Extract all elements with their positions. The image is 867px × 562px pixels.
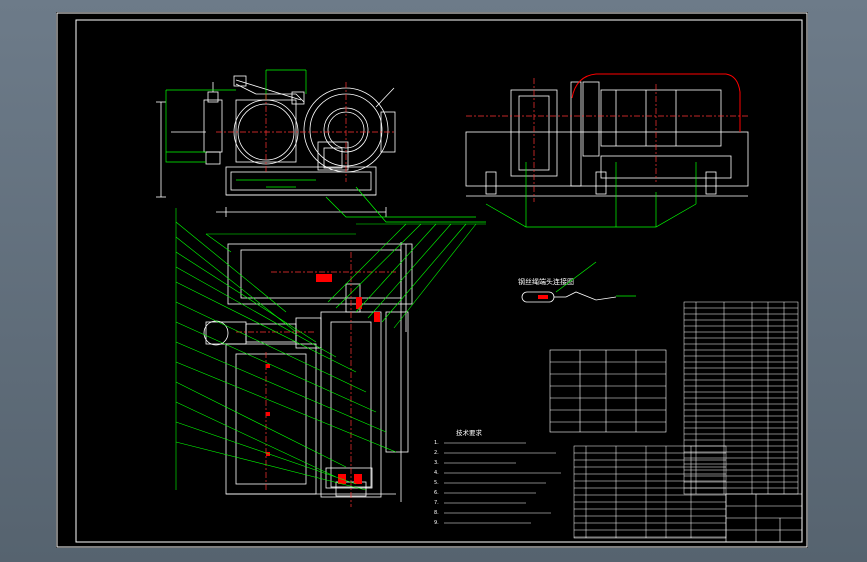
note-line: 6. <box>434 490 439 496</box>
drawing-canvas: 钢丝绳端头连接图 技术要求 1. 2. 3. 4. 5. 6. 7. 8. 9. <box>56 12 808 548</box>
side-view <box>465 81 749 197</box>
note-line: 1. <box>434 440 439 446</box>
front-view <box>156 75 396 217</box>
note-line: 4. <box>434 470 439 476</box>
note-line: 3. <box>434 460 439 466</box>
outer-border <box>56 12 808 548</box>
rope-end-detail: 钢丝绳端头连接图 <box>518 261 636 303</box>
note-line: 2. <box>434 450 439 456</box>
side-view-centerlines <box>466 78 748 202</box>
parameter-table <box>549 349 667 433</box>
front-view-centerlines <box>216 82 396 182</box>
plan-view-leaders <box>175 208 486 491</box>
note-line: 5. <box>434 480 439 486</box>
plan-section-view <box>203 242 413 502</box>
technical-notes: 技术要求 1. 2. 3. 4. 5. 6. 7. 8. 9. <box>434 428 561 526</box>
side-view-leaders <box>485 162 697 228</box>
drawing-sheet: 钢丝绳端头连接图 技术要求 1. 2. 3. 4. 5. 6. 7. 8. 9. <box>56 12 808 548</box>
note-line: 7. <box>434 500 439 506</box>
inner-border <box>75 19 803 543</box>
lower-parts-table <box>573 445 727 539</box>
parts-list-table <box>683 301 799 495</box>
side-view-highlight-outline <box>571 73 741 132</box>
rope-end-detail-title: 钢丝绳端头连接图 <box>518 277 574 286</box>
notes-title: 技术要求 <box>456 428 483 437</box>
note-line: 9. <box>434 520 439 526</box>
note-line: 8. <box>434 510 439 516</box>
title-block <box>725 493 803 543</box>
